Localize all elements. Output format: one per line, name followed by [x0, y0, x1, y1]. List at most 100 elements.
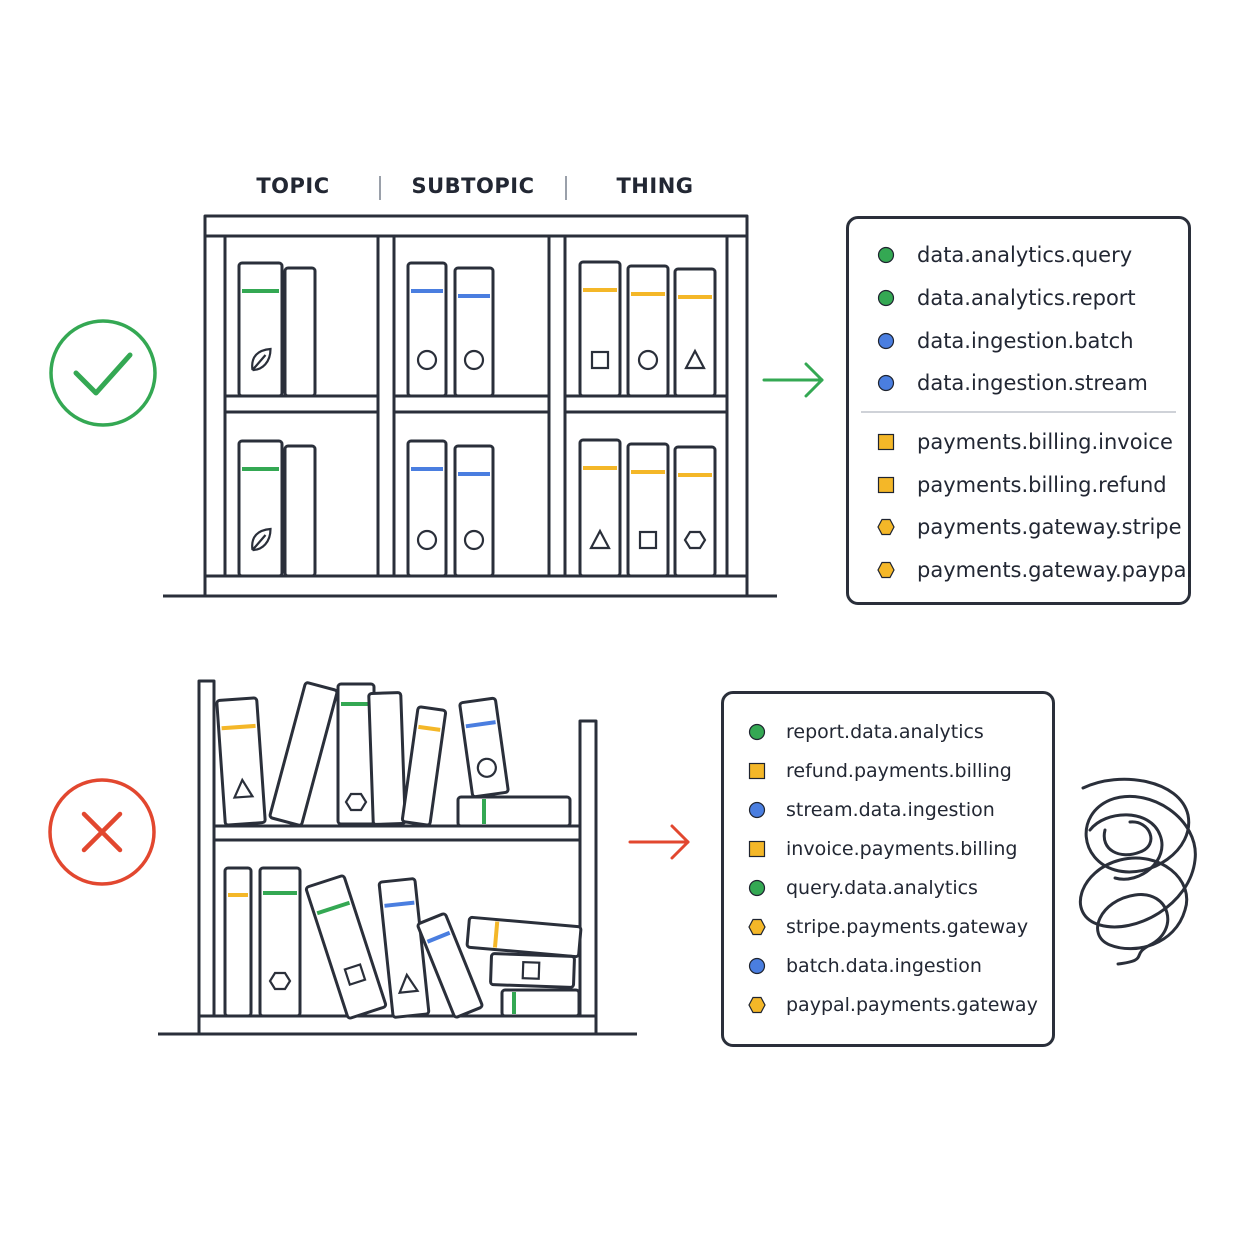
messy-bookshelf [158, 679, 637, 1036]
messy-binders [215, 681, 583, 1020]
hexagon-marker-icon [877, 561, 895, 579]
binder [673, 445, 717, 578]
leaf-icon [251, 527, 272, 552]
square-icon [638, 530, 658, 550]
binder [500, 988, 581, 1018]
binder [578, 438, 622, 578]
namespace-item: payments.billing.refund [877, 473, 1167, 497]
binder [304, 874, 388, 1020]
binder-color-band [418, 724, 441, 732]
square-marker-icon [877, 433, 895, 451]
circle-marker-icon [877, 374, 895, 392]
binder [215, 696, 267, 827]
namespace-item: stripe.payments.gateway [748, 916, 1028, 938]
group-divider [861, 411, 1176, 413]
namespace-label: query.data.analytics [786, 877, 978, 899]
binder [673, 267, 717, 398]
namespace-label: payments.gateway.stripe [917, 515, 1182, 539]
namespace-item: stream.data.ingestion [748, 799, 995, 821]
binder-color-band [384, 900, 415, 908]
leaf-icon [251, 347, 272, 372]
namespace-item: report.data.analytics [748, 721, 984, 743]
binder [237, 439, 284, 578]
circle-marker-icon [877, 289, 895, 307]
square-icon [343, 963, 367, 987]
namespace-item: query.data.analytics [748, 877, 978, 899]
circle-icon [637, 349, 659, 371]
circle-icon [416, 349, 438, 371]
binder [453, 444, 495, 578]
namespace-label: paypal.payments.gateway [786, 994, 1038, 1016]
square-marker-icon [748, 762, 766, 780]
hexagon-marker-icon [748, 918, 766, 936]
circle-icon [416, 529, 438, 551]
binder [237, 261, 284, 398]
namespace-item: payments.gateway.stripe [877, 515, 1182, 539]
square-marker-icon [877, 476, 895, 494]
namespace-label: report.data.analytics [786, 721, 984, 743]
column-header-thing: THING [616, 174, 694, 198]
binder [223, 866, 253, 1018]
column-header-topic: TOPIC [256, 174, 330, 198]
namespace-label: stream.data.ingestion [786, 799, 995, 821]
binder [283, 266, 317, 398]
column-header-separators [379, 176, 567, 200]
square-icon [590, 350, 610, 370]
circle-icon [463, 529, 485, 551]
namespace-label: stripe.payments.gateway [786, 916, 1029, 938]
namespace-item: data.analytics.report [877, 286, 1136, 310]
namespace-label: data.ingestion.stream [917, 371, 1148, 395]
namespace-item: paypal.payments.gateway [748, 994, 1038, 1016]
namespace-label: payments.billing.invoice [917, 430, 1173, 454]
binder-color-band [465, 720, 496, 729]
binder [406, 439, 448, 578]
namespace-label: data.analytics.report [917, 286, 1136, 310]
namespace-label: data.analytics.query [917, 243, 1133, 267]
binder [416, 912, 484, 1019]
namespace-item: data.ingestion.stream [877, 371, 1148, 395]
binder [489, 952, 576, 989]
arrow-right-icon [762, 362, 824, 398]
binder [578, 260, 622, 398]
binder [626, 264, 670, 398]
column-header-subtopic: SUBTOPIC [411, 174, 535, 198]
hexagon-icon [344, 792, 368, 812]
namespace-item: data.ingestion.batch [877, 329, 1134, 353]
namespace-label: payments.gateway.paypal [917, 558, 1193, 582]
circle-marker-icon [877, 246, 895, 264]
square-icon [521, 961, 541, 980]
hexagon-marker-icon [877, 518, 895, 536]
binder [406, 261, 448, 398]
hexagon-icon [268, 971, 292, 991]
binder-color-band [316, 900, 351, 916]
namespace-label: data.ingestion.batch [917, 329, 1134, 353]
hexagon-marker-icon [748, 996, 766, 1014]
binder-color-band [492, 921, 500, 948]
namespace-label: refund.payments.billing [786, 760, 1012, 782]
triangle-icon [397, 972, 420, 994]
namespace-item: invoice.payments.billing [748, 838, 1018, 860]
tangle-icon [1078, 777, 1197, 966]
namespace-item: payments.billing.invoice [877, 430, 1173, 454]
namespace-item: payments.gateway.paypal [877, 558, 1192, 582]
namespace-label: batch.data.ingestion [786, 955, 982, 977]
triangle-icon [684, 348, 706, 370]
triangle-icon [589, 528, 611, 550]
x-circle-icon [48, 778, 156, 886]
binder-color-band [221, 723, 256, 731]
namespace-item: batch.data.ingestion [748, 955, 982, 977]
binder [626, 442, 670, 578]
hexagon-icon [683, 530, 707, 550]
circle-icon [476, 757, 497, 778]
binder [453, 266, 495, 398]
organized-binders [237, 260, 717, 578]
binder [458, 696, 510, 799]
organized-namespace-list: data.analytics.query data.analytics.repor… [846, 216, 1192, 605]
circle-marker-icon [748, 879, 766, 897]
binder [367, 691, 407, 826]
namespace-item: data.analytics.query [877, 243, 1132, 267]
binder [400, 705, 448, 827]
circle-marker-icon [748, 723, 766, 741]
namespace-label: invoice.payments.billing [786, 838, 1018, 860]
circle-icon [463, 349, 485, 371]
